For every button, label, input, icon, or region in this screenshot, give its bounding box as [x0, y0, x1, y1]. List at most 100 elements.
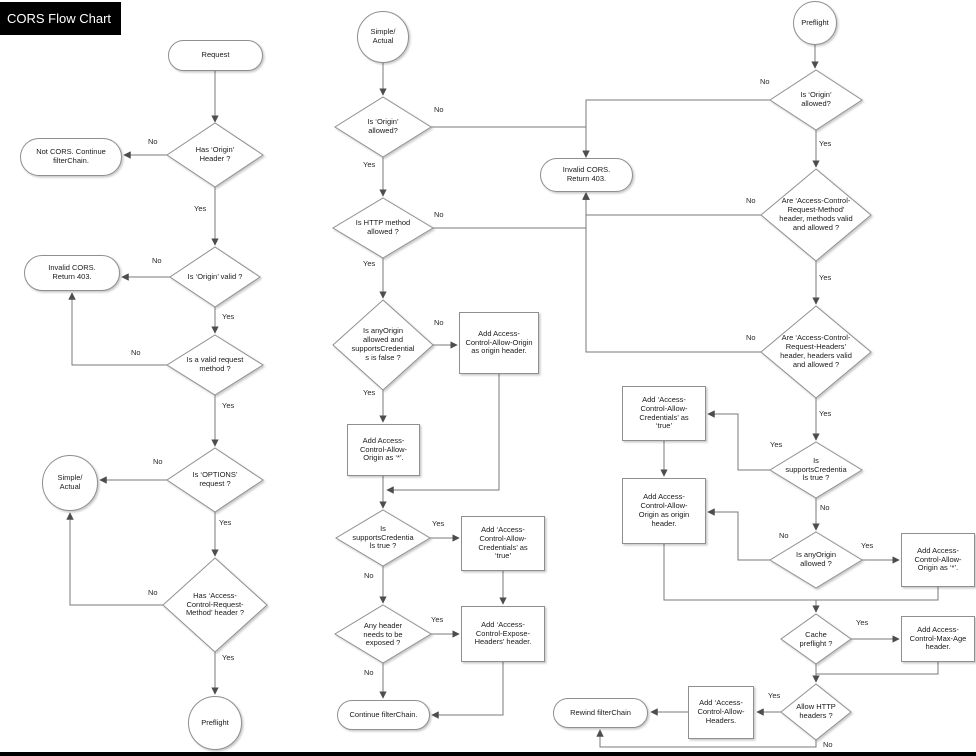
decision-is-origin-valid: Is ‘Origin’ valid ? — [187, 271, 243, 281]
node-simple-actual-left: Simple/ Actual — [42, 455, 98, 511]
decision-has-origin-header: Has ‘Origin’ Header ? — [195, 145, 235, 163]
edge-label-no: No — [148, 137, 158, 146]
edge-label-yes: Yes — [861, 541, 874, 550]
edge-label-no: No — [746, 333, 756, 342]
connector — [663, 544, 820, 613]
window-bottom-edge — [0, 752, 976, 756]
node-not-cors: Not CORS. Continue filterChain. — [20, 138, 122, 176]
node-add-max-age: Add Access-Control-Max-Age header. — [901, 616, 975, 662]
node-label: Preflight — [801, 17, 829, 27]
edge-label-no: No — [779, 531, 789, 540]
decision-valid-request-method: Is a valid request method ? — [186, 355, 244, 373]
edge-label-no: No — [152, 256, 162, 265]
node-label: Add Access-Control-Allow-Origin as ‘*’. — [914, 545, 962, 573]
node-add-acao-star-simple: Add Access-Control-Allow-Origin as ‘*’. — [347, 424, 420, 476]
edge-label-yes: Yes — [768, 691, 781, 700]
node-continue-filterchain: Continue filterChain. — [337, 700, 430, 730]
edge-label-yes: Yes — [770, 440, 783, 449]
connector — [582, 192, 761, 216]
edge-label-yes: Yes — [194, 204, 207, 213]
node-label: Add Access-Control-Allow-Origin as origi… — [638, 492, 690, 528]
node-label: Continue filterChain. — [349, 709, 418, 719]
node-add-expose-headers: Add ‘Access-Control-Expose-Headers’ head… — [461, 606, 545, 662]
page-title: CORS Flow Chart — [0, 2, 121, 35]
connector — [707, 410, 770, 471]
node-request: Request — [168, 40, 263, 71]
connector — [582, 192, 761, 353]
node-preflight-left: Preflight — [188, 696, 242, 750]
edge-label-yes: Yes — [819, 273, 832, 282]
edge-label-yes: Yes — [222, 312, 235, 321]
node-add-acac-preflight: Add ‘Access-Control-Allow-Credentials’ a… — [622, 386, 706, 441]
node-label: Invalid CORS. Return 403. — [562, 165, 611, 183]
connectors — [66, 45, 939, 748]
node-label: Rewind filterChain — [570, 707, 631, 717]
edge-label-no: No — [131, 348, 141, 357]
edge-label-yes: Yes — [222, 653, 235, 662]
connector — [68, 292, 167, 366]
edge-label-no: No — [820, 503, 830, 512]
edge-label-no: No — [760, 77, 770, 86]
edge-label-yes: Yes — [363, 160, 376, 169]
node-invalid-cors-left: Invalid CORS. Return 403. — [24, 255, 120, 291]
edge-label-yes: Yes — [819, 139, 832, 148]
edge-label-yes: Yes — [219, 518, 232, 527]
node-label: Add Access-Control-Allow-Origin as ‘*’. — [359, 435, 408, 463]
edge-label-yes: Yes — [432, 519, 445, 528]
node-rewind-filterchain: Rewind filterChain — [553, 698, 648, 728]
decision-cache-preflight: Cache preflight ? — [799, 630, 833, 648]
edge-label-yes: Yes — [431, 615, 444, 624]
decision-has-acr-method-header: Has ‘Access-Control-Request-Method’ head… — [185, 590, 245, 618]
edge-label-yes: Yes — [363, 259, 376, 268]
node-label: Add Access-Control-Allow-Origin as origi… — [465, 328, 533, 356]
decision-allow-http-headers: Allow HTTP headers ? — [796, 702, 836, 720]
edge-label-no: No — [364, 668, 374, 677]
connector — [816, 587, 939, 601]
connector — [433, 192, 590, 229]
connector — [386, 374, 500, 494]
node-label: Add ‘Access-Control-Allow-Credentials’ a… — [478, 524, 528, 561]
decision-anyorigin-allowed-shape — [769, 531, 863, 589]
edge-label-yes: Yes — [819, 409, 832, 418]
node-label: Simple/ Actual — [57, 473, 83, 491]
decision-anyorigin-allowed: Is anyOrigin allowed ? — [795, 550, 837, 568]
connector — [707, 508, 770, 561]
node-label: Request — [201, 50, 230, 60]
edge-label-no: No — [364, 571, 374, 580]
edge-label-no: No — [823, 740, 833, 749]
node-add-acao-origin-preflight: Add Access-Control-Allow-Origin as origi… — [622, 478, 706, 544]
node-add-allow-headers: Add ‘Access-Control-Allow-Headers. — [688, 686, 754, 739]
decision-supports-cred-simple: Is supportsCredentials true ? — [352, 523, 414, 551]
edge-label-no: No — [148, 588, 158, 597]
node-simple-actual-top: Simple/ Actual — [357, 11, 409, 63]
decision-http-method-allowed: Is HTTP method allowed ? — [355, 218, 411, 236]
decision-anyorigin-supports-false: Is anyOrigin allowed and supportsCredent… — [351, 326, 415, 362]
edge-label-no: No — [746, 196, 756, 205]
edge-label-no: No — [434, 318, 444, 327]
decision-acrh-valid: Are ‘Access-Control-Request-Headers’ hea… — [780, 333, 852, 369]
edge-label-yes: Yes — [856, 618, 869, 627]
decision-any-header-exposed: Any header needs to be exposed ? — [363, 620, 403, 648]
connector — [431, 662, 504, 719]
node-label: Invalid CORS. Return 403. — [48, 263, 96, 281]
node-add-acac-simple: Add ‘Access-Control-Allow-Credentials’ a… — [461, 516, 545, 571]
decision-shapes — [162, 69, 872, 741]
decision-supports-cred-preflight: Is supportsCredentials true ? — [785, 455, 847, 483]
connector — [66, 512, 163, 606]
edge-label-no: No — [434, 210, 444, 219]
decision-is-options-request: Is ‘OPTIONS’ request ? — [192, 470, 238, 488]
node-label: Add ‘Access-Control-Allow-Headers. — [697, 698, 745, 725]
edge-label-yes: Yes — [222, 401, 235, 410]
decision-origin-allowed-preflight: Is ‘Origin’ allowed? — [800, 90, 832, 108]
node-label: Simple/ Actual — [370, 27, 396, 45]
node-label: Add ‘Access-Control-Allow-Credentials’ a… — [639, 394, 689, 431]
edge-label-yes: Yes — [363, 388, 376, 397]
node-label: Add Access-Control-Max-Age header. — [909, 624, 967, 652]
edge-label-no: No — [153, 457, 163, 466]
connector — [431, 126, 590, 158]
node-label: Preflight — [201, 717, 229, 727]
edge-label-no: No — [434, 105, 444, 114]
node-add-acao-origin-simple: Add Access-Control-Allow-Origin as origi… — [459, 312, 539, 374]
connector — [816, 662, 939, 675]
